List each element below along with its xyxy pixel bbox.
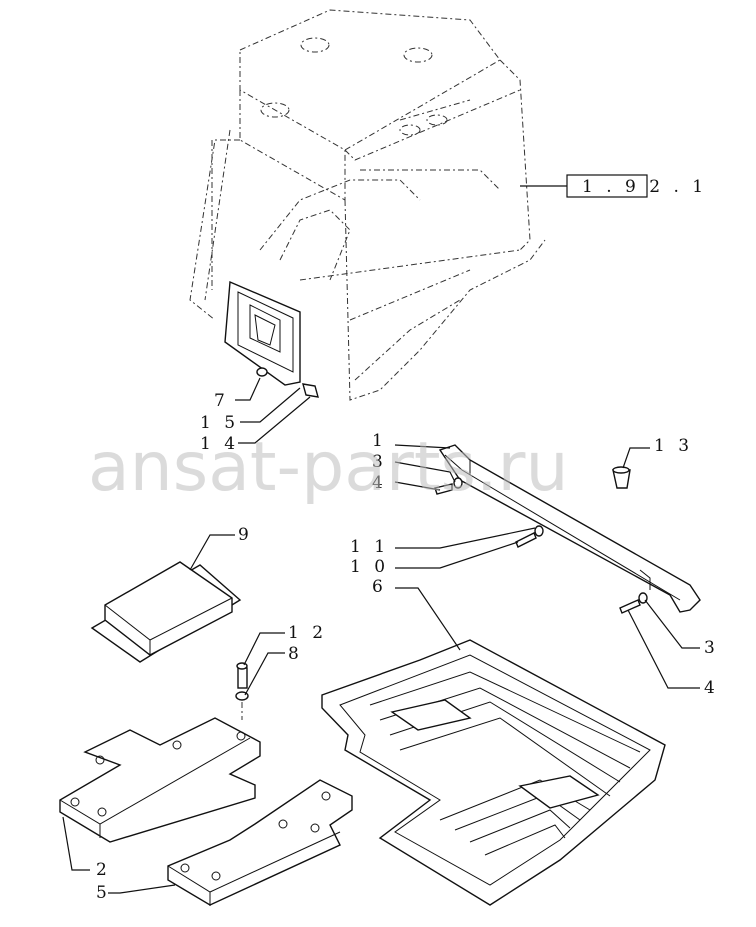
floor-mat-6 (321, 639, 666, 906)
watermark-text: ansat-parts.ru (88, 428, 569, 507)
callout-12: 1 2 (288, 623, 327, 643)
callout-14: 1 4 (200, 434, 239, 454)
clip-15 (302, 383, 319, 398)
callout-7: 7 (214, 391, 229, 411)
callout-6: 6 (372, 577, 387, 597)
callout-13: 1 3 (654, 436, 693, 456)
callout-11: 1 1 (350, 537, 389, 557)
bolt-12 (235, 662, 249, 720)
callout-3-right: 3 (704, 638, 719, 658)
callout-15: 1 5 (200, 413, 239, 433)
leader-lines (62, 174, 700, 894)
washer-7 (256, 367, 268, 377)
plug-13 (612, 466, 631, 489)
screw-4-right (619, 592, 648, 614)
callout-8: 8 (288, 644, 303, 664)
plate-part-5 (167, 779, 353, 906)
callout-4-left: 4 (372, 473, 387, 493)
screw-10 (515, 525, 544, 548)
callout-labels: 1 . 9 2 . 1 7 1 5 1 4 1 3 4 1 3 1 1 1 0 … (96, 177, 719, 903)
plate-part-2 (59, 717, 261, 843)
callout-3-left: 3 (372, 452, 387, 472)
rail-part-1 (434, 444, 701, 613)
callout-9: 9 (238, 525, 253, 545)
callout-1: 1 (372, 431, 387, 451)
callout-10: 1 0 (350, 557, 389, 577)
side-panel (224, 280, 319, 398)
callout-4-right: 4 (704, 678, 719, 698)
reference-label: 1 . 9 2 . 1 (582, 177, 707, 197)
callout-5: 5 (96, 883, 111, 903)
block-part-9 (90, 561, 242, 663)
cab-outline (189, 9, 546, 401)
callout-2: 2 (96, 860, 111, 880)
